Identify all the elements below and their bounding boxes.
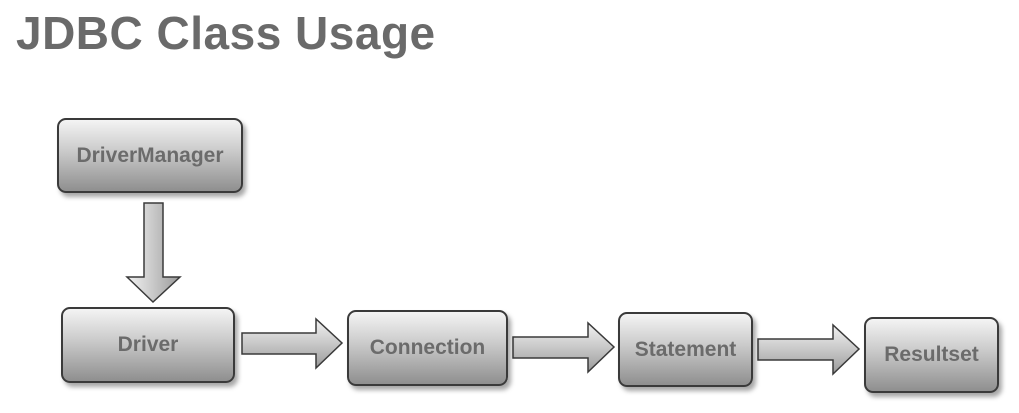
arrow-connection-to-statement [512,321,616,374]
node-connection: Connection [347,310,508,386]
arrow-drivermanager-to-driver [125,202,182,304]
node-driver: Driver [61,307,235,383]
node-drivermanager: DriverManager [57,118,243,193]
arrow-driver-to-connection [241,317,344,370]
page-title: JDBC Class Usage [16,7,436,59]
node-statement: Statement [618,312,753,387]
arrow-statement-to-resultset [757,323,861,376]
node-resultset: Resultset [864,317,999,393]
